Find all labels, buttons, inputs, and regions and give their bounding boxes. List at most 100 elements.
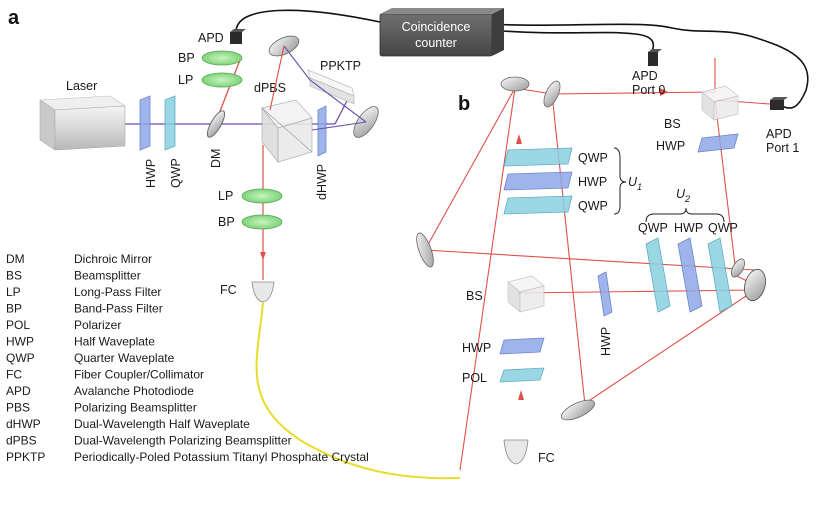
polarizer (499, 367, 545, 383)
u2-label: U2 (676, 187, 690, 204)
arrow-a-1 (260, 252, 266, 260)
legend-desc: Periodically-Poled Potassium Titanyl Pho… (74, 450, 369, 464)
u1-brace (613, 147, 627, 215)
legend-abbr: BP (6, 302, 22, 316)
legend-abbr: LP (6, 285, 21, 299)
fc-b-label: FC (538, 451, 555, 465)
lp-bottom-label: LP (218, 189, 233, 203)
legend-desc: Polarizer (74, 318, 121, 332)
dhwp-label: dHWP (315, 164, 329, 200)
legend-desc: Half Waveplate (74, 335, 155, 349)
counter-label-line1: Coincidence (402, 20, 471, 34)
laser (39, 95, 126, 151)
mirror-b-right-top (730, 258, 746, 278)
fc-a-label: FC (220, 283, 237, 297)
optical-fiber (255, 301, 461, 480)
legend-abbr: HWP (6, 335, 34, 349)
legend-desc: Beamsplitter (74, 269, 141, 283)
ppktp-crystal (307, 69, 355, 105)
lp-filter-top (201, 72, 243, 88)
legend-desc: Avalanche Photodiode (74, 384, 194, 398)
cable-port1 (489, 23, 809, 109)
coincidence-counter: Coincidence counter (379, 8, 504, 57)
apd-port1 (770, 97, 788, 110)
legend-desc: Polarizing Beamsplitter (74, 401, 197, 415)
bp-filter-top (201, 50, 243, 66)
u2-qwp-left-label: QWP (638, 221, 668, 235)
mirror-b-top-right (543, 80, 561, 108)
hwp-a-label: HWP (144, 159, 158, 188)
u1-qwp-top-label: QWP (578, 151, 608, 165)
legend-abbr: QWP (6, 351, 35, 365)
legend-abbr: dPBS (6, 434, 37, 448)
legend-desc: Dual-Wavelength Half Waveplate (74, 417, 250, 431)
legend-abbr: dHWP (6, 417, 41, 431)
legend-desc: Fiber Coupler/Collimator (74, 368, 204, 382)
dichroic-mirror (206, 110, 226, 138)
hwp-top-label: HWP (656, 139, 685, 153)
panel-a-label: a (8, 7, 20, 29)
legend-desc: Dichroic Mirror (74, 252, 152, 266)
qwp-a-label: QWP (169, 158, 183, 188)
u2-qwp-right-label: QWP (708, 221, 738, 235)
mirror-b-left (416, 232, 434, 268)
lp-filter-bottom (241, 188, 283, 204)
counter-label-line2: counter (415, 36, 457, 50)
mirror-b-right (744, 268, 766, 302)
legend-abbr: DM (6, 252, 25, 266)
apd-a (230, 29, 246, 44)
fiber-coupler-a (251, 281, 275, 303)
legend-abbr: BS (6, 269, 22, 283)
bp-top-label: BP (178, 51, 195, 65)
u1-label: U1 (628, 175, 642, 192)
ppktp-label: PPKTP (320, 59, 361, 73)
cable-apd-a (235, 9, 381, 33)
hwp-mid-label: HWP (599, 327, 613, 356)
pol-label: POL (462, 371, 487, 385)
u1-hwp-label: HWP (578, 175, 607, 189)
hwp-b-bottom (499, 337, 545, 355)
dpbs-label: dPBS (254, 81, 286, 95)
beamsplitter-top (701, 85, 739, 121)
u2-waveplates (645, 237, 733, 313)
sagnac-loop-beams (269, 45, 367, 131)
apd-a-label: APD (198, 31, 224, 45)
bp-bottom-label: BP (218, 215, 235, 229)
mirror-b-bottom (561, 399, 595, 421)
lp-top-label: LP (178, 73, 193, 87)
dhwp (317, 105, 327, 157)
hwp-bottom-label: HWP (462, 341, 491, 355)
apd-port0 (648, 49, 662, 66)
u1-waveplates (503, 147, 573, 215)
u1-qwp-bottom-label: QWP (578, 199, 608, 213)
bs-top-label: BS (664, 117, 681, 131)
cable-port0 (489, 29, 655, 53)
legend-abbr: APD (6, 384, 31, 398)
legend-desc: Quarter Waveplate (74, 351, 175, 365)
hwp-a (139, 95, 151, 151)
laser-label: Laser (66, 79, 97, 93)
detector-cables (235, 9, 809, 109)
dm-label: DM (209, 149, 223, 168)
apd-port1-label-line1: APD (766, 127, 792, 141)
u2-brace (645, 207, 725, 223)
legend-abbr: PBS (6, 401, 30, 415)
beamsplitter-mid (507, 275, 545, 313)
legend-abbr: POL (6, 318, 30, 332)
legend-desc: Long-Pass Filter (74, 285, 161, 299)
hwp-b-top (697, 133, 739, 153)
pump-beam (125, 59, 351, 125)
fiber-coupler-b (503, 439, 529, 465)
dpbs-cube (261, 99, 313, 163)
panel-b-label: b (458, 93, 470, 115)
legend-abbr: PPKTP (6, 450, 45, 464)
qwp-a (164, 95, 176, 151)
apd-port0-label-line1: APD (632, 69, 658, 83)
panel-b-beams (424, 58, 771, 471)
legend-desc: Dual-Wavelength Polarizing Beamsplitter (74, 434, 292, 448)
bs-mid-label: BS (466, 289, 483, 303)
apd-port0-label-line2: Port 0 (632, 83, 665, 97)
u2-hwp-label: HWP (674, 221, 703, 235)
